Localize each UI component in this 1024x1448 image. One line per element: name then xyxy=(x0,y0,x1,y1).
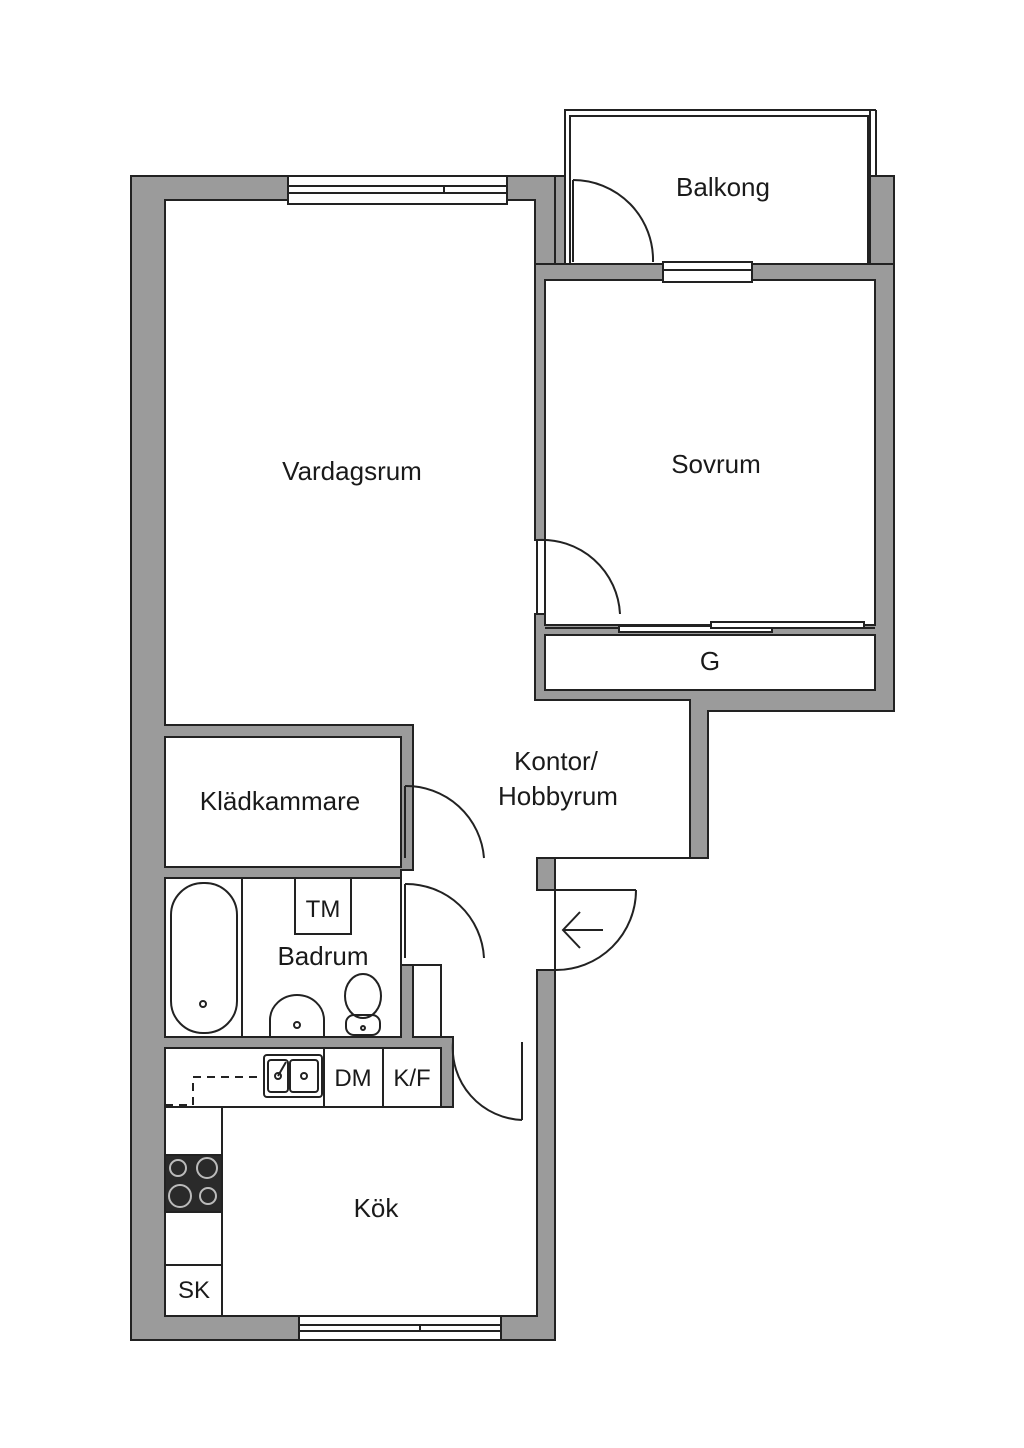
wardrobe-sliding-doors xyxy=(545,621,875,633)
label-vardagsrum: Vardagsrum xyxy=(282,456,422,486)
toilet-icon xyxy=(344,973,382,1036)
label-tm: TM xyxy=(306,896,341,923)
washing-machine xyxy=(294,877,352,935)
doors xyxy=(404,179,655,1121)
windows xyxy=(287,175,753,1341)
label-kontor-line2: Hobbyrum xyxy=(498,781,618,811)
sink-icon xyxy=(263,1054,323,1098)
arrow-left-icon xyxy=(561,911,603,949)
floors xyxy=(164,199,876,1341)
washbasin-icon xyxy=(269,994,325,1037)
label-sovrum: Sovrum xyxy=(671,449,761,479)
label-balkong: Balkong xyxy=(676,172,770,202)
label-badrum: Badrum xyxy=(277,941,368,971)
label-kok: Kök xyxy=(354,1193,400,1223)
label-dm: DM xyxy=(334,1065,371,1092)
label-kladkammare: Klädkammare xyxy=(200,786,360,816)
label-kontor-line1: Kontor/ xyxy=(514,746,599,776)
label-garderob: G xyxy=(700,646,720,676)
label-sk: SK xyxy=(178,1277,210,1304)
bathtub-icon xyxy=(170,878,243,1037)
balcony xyxy=(564,109,877,265)
label-kf: K/F xyxy=(393,1065,430,1092)
stove-icon xyxy=(164,1154,223,1213)
room-labels: Balkong Vardagsrum Sovrum G Kontor/ Hobb… xyxy=(178,172,770,1304)
